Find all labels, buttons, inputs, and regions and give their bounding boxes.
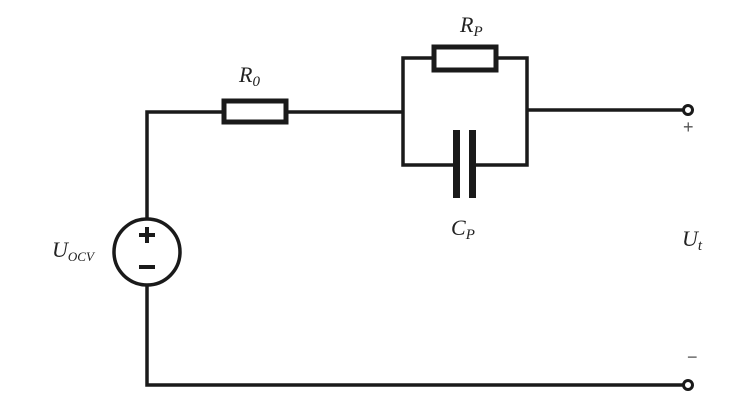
wire-left-top: [145, 110, 222, 219]
resistor-r0: [221, 98, 289, 125]
voltage-source-symbol: [112, 217, 182, 287]
terminal-negative: [682, 379, 694, 391]
label-r0: R0: [239, 62, 260, 90]
label-ut: Ut: [682, 226, 703, 254]
label-cp: CP: [451, 215, 475, 243]
wire-parallel-box-right: [472, 56, 529, 167]
label-uocv: UOCV: [52, 237, 94, 264]
capacitor-plate-right: [469, 130, 476, 198]
capacitor-plate-left: [453, 130, 460, 198]
terminal-positive: [682, 104, 694, 116]
resistor-rp: [431, 44, 499, 73]
terminal-minus-sign: −: [687, 347, 698, 367]
label-rp: RP: [460, 12, 483, 40]
terminal-plus-sign: +: [683, 117, 694, 137]
wire-bottom: [145, 285, 683, 387]
wire-parallel-box: [401, 56, 454, 167]
